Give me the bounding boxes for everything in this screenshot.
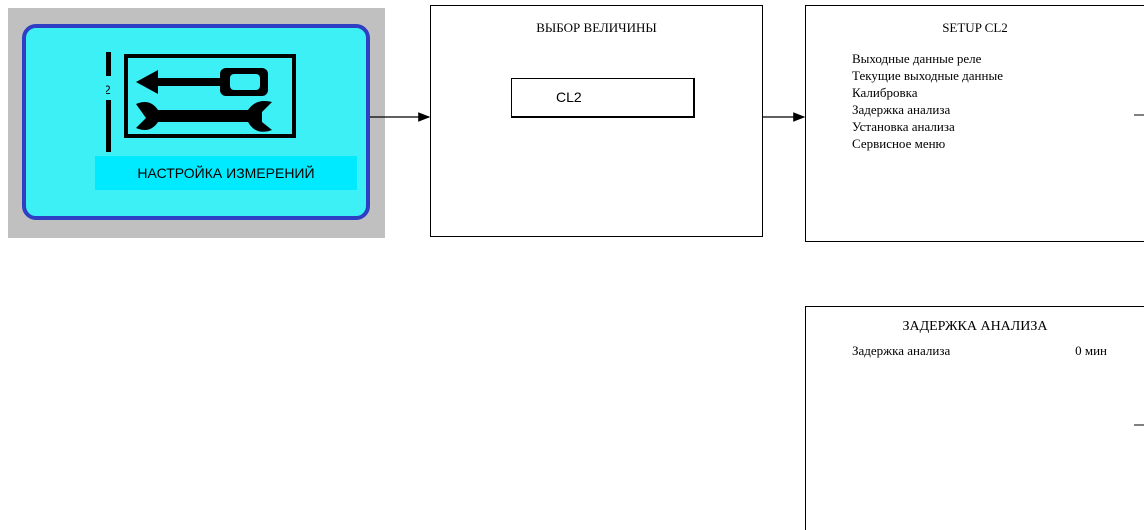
menu-item-current-output[interactable]: Текущие выходные данные	[852, 68, 1003, 83]
menu-item-relay-output[interactable]: Выходные данные реле	[852, 51, 982, 66]
delay-box-title: ЗАДЕРЖКА АНАЛИЗА	[902, 319, 1048, 334]
measurement-setup-icon-panel[interactable]: 2 НАСТРОЙКА ИЗМЕРЕНИЙ	[8, 8, 385, 238]
value-selection-box: ВЫБОР ВЕЛИЧИНЫ CL2	[430, 5, 763, 237]
value-select-field[interactable]: CL2	[511, 78, 695, 118]
delay-label: Задержка анализа	[852, 343, 951, 358]
menu-item-service-menu[interactable]: Сервисное меню	[852, 136, 946, 151]
menu-item-calibration[interactable]: Калибровка	[852, 85, 918, 100]
select-box-title: ВЫБОР ВЕЛИЧИНЫ	[536, 20, 657, 35]
menu-item-analysis-delay[interactable]: Задержка анализа	[852, 102, 951, 117]
menu-item-analysis-setup[interactable]: Установка анализа	[852, 119, 955, 134]
icon-digit: 2	[106, 83, 111, 97]
tools-icon: 2	[106, 52, 296, 152]
setup-menu-box: SETUP CL2 Выходные данные реле Текущие в…	[805, 5, 1144, 242]
analysis-delay-box: ЗАДЕРЖКА АНАЛИЗА Задержка анализа 0 мин	[805, 306, 1144, 530]
delay-value: 0 мин	[1075, 343, 1107, 358]
icon-label: НАСТРОЙКА ИЗМЕРЕНИЙ	[95, 156, 357, 190]
setup-box-title: SETUP CL2	[942, 20, 1008, 35]
setup-menu-list: Выходные данные реле Текущие выходные да…	[852, 50, 1003, 152]
delay-setting-row[interactable]: Задержка анализа 0 мин	[852, 343, 1107, 359]
icon-tile[interactable]: 2 НАСТРОЙКА ИЗМЕРЕНИЙ	[22, 24, 370, 220]
